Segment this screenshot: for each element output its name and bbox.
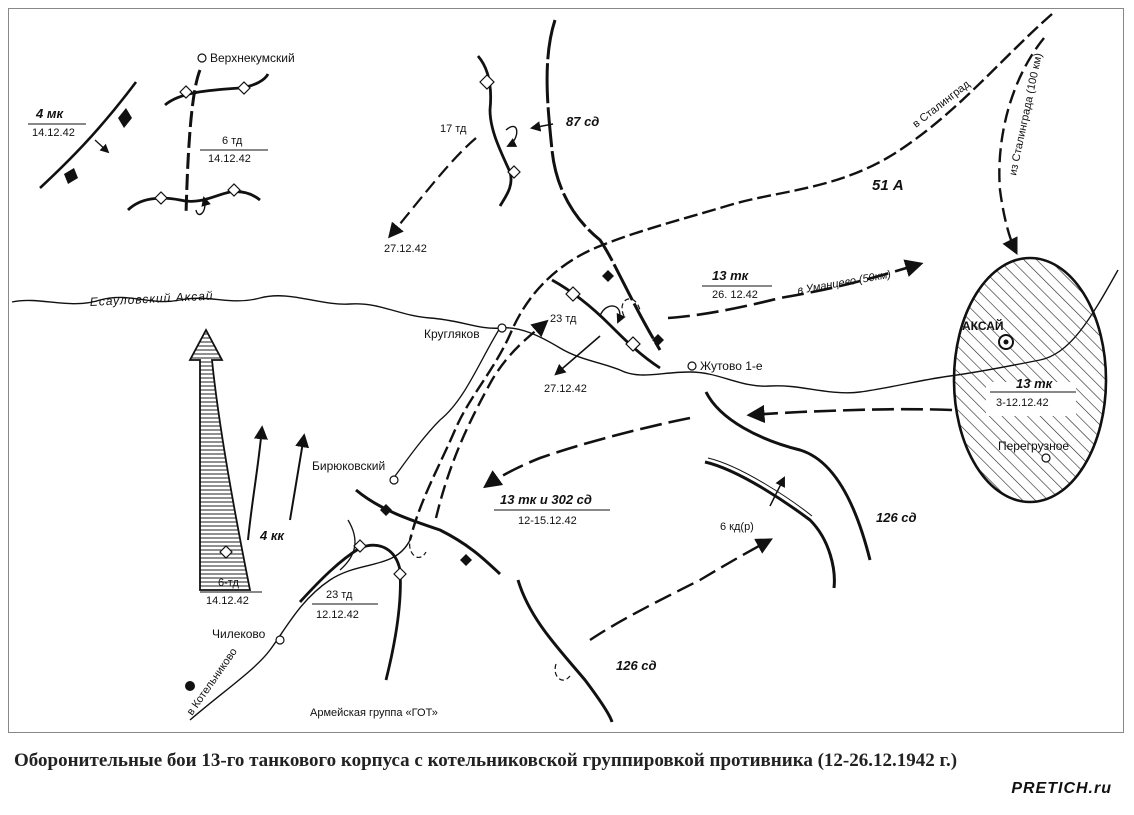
label-verkhnekumsky: Верхнекумский — [210, 51, 295, 65]
line-6td-upper — [164, 73, 270, 107]
label-peregruznoe: Перегрузное — [998, 439, 1069, 453]
map-caption: Оборонительные бои 13-го танкового корпу… — [14, 750, 958, 771]
arrow-13tk-302sd — [483, 416, 691, 489]
label-to-kotelnikovo: в Котельниково — [185, 646, 240, 718]
label-4mk-date: 14.12.42 — [32, 127, 75, 139]
label-126sd-right: 126 сд — [876, 510, 917, 525]
label-6td-low-date: 14.12.42 — [206, 595, 249, 607]
arrow-13tk-umantsevo — [667, 259, 924, 320]
arrow-south-2 — [589, 538, 773, 641]
label-13tk-top-date: 26. 12.42 — [712, 289, 758, 301]
label-6td-top-date: 14.12.42 — [208, 153, 251, 165]
aksai-area — [952, 256, 1108, 504]
label-to-stalingrad: в Сталинград — [910, 78, 972, 130]
label-23td-mid-date: 27.12.42 — [544, 383, 587, 395]
line-126sd-right — [704, 391, 872, 561]
label-chilekovo: Чилеково — [212, 627, 266, 641]
strike-6td — [188, 328, 252, 591]
arrow-17td-attack — [388, 137, 477, 239]
railway-to-stalingrad — [408, 13, 1053, 541]
road-to-kotelnikovo — [189, 539, 411, 721]
label-23td-low: 23 тд — [326, 589, 353, 601]
label-17td: 17 тд — [440, 123, 467, 135]
line-biryukovsky — [355, 488, 502, 576]
label-13tk-302sd: 13 тк и 302 сд — [500, 492, 592, 507]
label-126sd-low: 126 сд — [616, 658, 657, 673]
label-from-stalingrad: из Сталинграда (100 км) — [1007, 52, 1045, 177]
label-army-group: Армейская группа «ГОТ» — [310, 707, 438, 719]
map-frame — [8, 8, 1124, 733]
label-6td-top: 6 тд — [222, 135, 243, 147]
arrow-13tk-aksai-west — [746, 404, 953, 424]
label-6kd: 6 кд(р) — [720, 521, 754, 533]
label-51a: 51 А — [872, 177, 904, 194]
label-13tk-top: 13 тк — [712, 268, 750, 283]
marker-kotelnikovo — [185, 681, 195, 691]
line-126sd-low — [516, 579, 614, 723]
line-23td-low — [298, 543, 402, 681]
marker-verkhnekumsky — [197, 53, 207, 63]
watermark: PRETICH.ru — [1011, 780, 1112, 797]
marker-peregruznoe — [1041, 453, 1051, 463]
marker-zhutovo — [687, 361, 697, 371]
arrow-4kk-1 — [247, 425, 268, 541]
label-23td-low-date: 12.12.42 — [316, 609, 359, 621]
label-23td-mid: 23 тд — [550, 313, 577, 325]
label-zhutovo: Жутово 1-е — [700, 359, 763, 373]
line-4mk — [39, 81, 138, 189]
label-13tk-302sd-date: 12-15.12.42 — [518, 515, 577, 527]
river-esaulovsky-aksai — [11, 269, 1119, 394]
arrow-from-stalingrad — [998, 37, 1045, 256]
arrow-south-1 — [434, 319, 549, 519]
label-aksai: АКСАЙ — [962, 318, 1004, 333]
label-17td-date: 27.12.42 — [384, 243, 427, 255]
label-13tk-aksai-date: 3-12.12.42 — [996, 397, 1049, 409]
label-4kk: 4 кк — [259, 528, 285, 543]
label-6td-low: 6-тд — [218, 577, 239, 589]
line-87sd — [545, 19, 662, 351]
battle-map: Верхнекумский Кругляков Жутово 1-е Бирюк… — [11, 13, 1119, 723]
label-river: Есауловский Аксай — [89, 289, 213, 309]
marker-kruglyakov — [497, 323, 507, 333]
label-4mk: 4 мк — [35, 106, 64, 121]
road-kruglyakov — [391, 327, 501, 481]
arrow-23td-mid — [554, 335, 601, 376]
label-biryukovsky: Бирюковский — [312, 459, 385, 473]
label-kruglyakov: Кругляков — [424, 327, 480, 341]
marker-chilekovo — [275, 635, 285, 645]
arrow-6kd — [769, 476, 785, 507]
line-23td-mid — [551, 278, 661, 370]
label-13tk-aksai: 13 тк — [1016, 376, 1054, 391]
marker-biryukovsky — [389, 475, 399, 485]
label-87sd: 87 сд — [566, 114, 599, 129]
arrow-4kk-2 — [289, 433, 310, 521]
label-to-umantsevo: в Уманцево (50км) — [796, 269, 892, 297]
line-6kd — [704, 460, 836, 589]
